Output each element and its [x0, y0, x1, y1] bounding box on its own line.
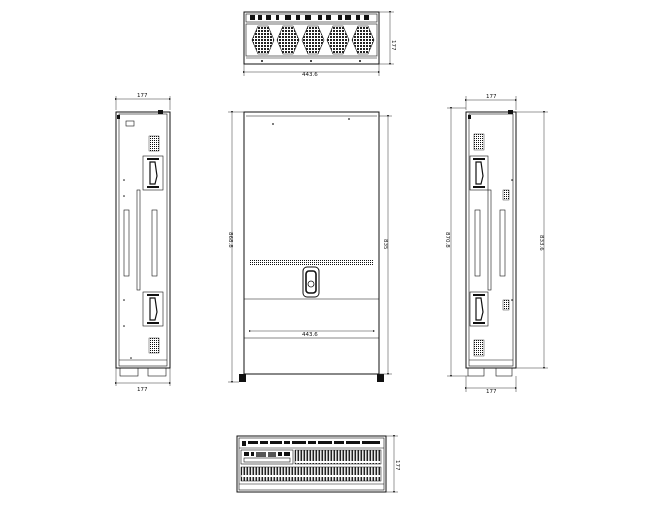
dim-top-width: 443.6 — [302, 72, 318, 78]
dim-right-width-top: 177 — [486, 94, 497, 100]
dim-front-height: 868.8 — [227, 232, 233, 248]
left-side-view: 177 — [115, 93, 171, 393]
right-side-view: 177 870.8 833.6 — [444, 94, 548, 395]
dim-front-width: 443.6 — [302, 332, 318, 338]
dim-right-height-inner: 833.6 — [538, 235, 544, 251]
dim-front-inner-height: 835 — [382, 239, 388, 250]
dim-right-width-bottom: 177 — [486, 389, 497, 395]
rear-view: 177 — [236, 435, 400, 493]
dim-bottom-height: 177 — [394, 460, 400, 471]
dim-top-height: 177 — [390, 40, 396, 51]
fan-grilles — [251, 25, 375, 55]
dim-left-width-top: 177 — [137, 93, 148, 99]
dim-right-height-outer: 870.8 — [444, 232, 450, 248]
dim-left-width-bottom: 177 — [137, 387, 148, 393]
top-view: 443.6 177 — [243, 11, 396, 78]
front-view: 443.6 868.8 835 — [227, 111, 392, 383]
